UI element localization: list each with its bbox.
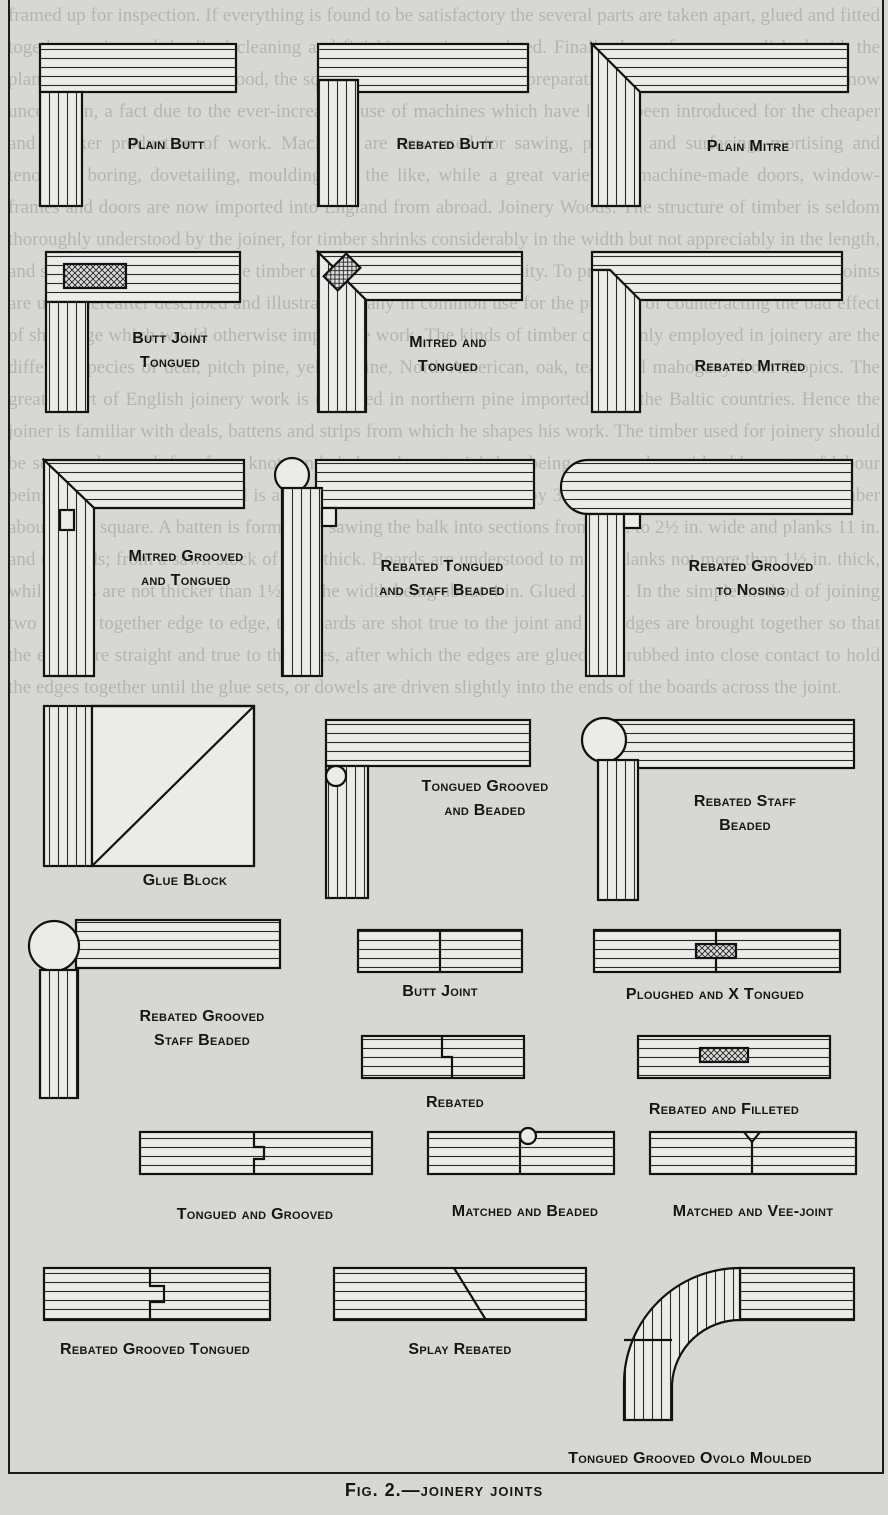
label-mitred-grooved-tongued-line2: and Tongued — [141, 572, 231, 589]
butt-joint-drawing — [356, 928, 524, 974]
rebated-butt-drawing — [316, 42, 530, 208]
label-butt-joint: Butt Joint — [402, 983, 478, 1000]
label-rebated-staff-beaded-line2: Beaded — [719, 817, 771, 834]
label-rebated-butt: Rebated Butt — [396, 136, 494, 153]
label-butt-joint-tongued: Butt Joint Tongued — [100, 327, 240, 375]
rebated-drawing — [360, 1034, 526, 1080]
plain-butt-drawing — [38, 42, 238, 208]
mitred-tongued-drawing — [315, 249, 524, 414]
label-rebated-grooved-tongued: Rebated Grooved Tongued — [60, 1341, 250, 1358]
label-ploughed-x-tongued: Ploughed and X Tongued — [625, 986, 805, 1003]
tongued-grooved-drawing — [138, 1130, 374, 1176]
label-rebated-tongued-staff-beaded-line1: Rebated Tongued — [380, 558, 504, 575]
label-rebated-grooved-nosing: Rebated Grooved to Nosing — [652, 555, 850, 603]
label-rebated-tongued-staff-beaded: Rebated Tongued and Staff Beaded — [342, 555, 542, 603]
label-butt-joint-tongued-line1: Butt Joint — [132, 330, 208, 347]
label-butt-joint-tongued-line2: Tongued — [139, 354, 201, 371]
label-rebated-grooved-staff-beaded: Rebated Grooved Staff Beaded — [110, 1005, 294, 1053]
label-plain-mitre: Plain Mitre — [706, 138, 790, 155]
butt-joint-tongued-drawing — [44, 250, 242, 414]
label-mitred-grooved-tongued: Mitred Grooved and Tongued — [100, 545, 272, 593]
splay-rebated-drawing — [332, 1266, 588, 1322]
label-tongued-grooved-ovolo: Tongued Grooved Ovolo Moulded — [568, 1450, 812, 1467]
rebated-mitred-drawing — [590, 250, 844, 414]
label-mitred-and-tongued-line1: Mitred and — [409, 334, 487, 351]
label-splay-rebated: Splay Rebated — [408, 1341, 512, 1358]
rebated-staff-beaded-drawing — [580, 716, 856, 902]
rebated-tongued-staff-beaded-drawing — [273, 456, 536, 678]
label-mitred-and-tongued: Mitred and Tongued — [378, 331, 518, 379]
label-tongued-and-grooved: Tongued and Grooved — [176, 1206, 334, 1223]
ploughed-x-tongued-drawing — [592, 928, 842, 974]
rebated-filleted-drawing — [636, 1034, 832, 1080]
label-rebated-grooved-nosing-line1: Rebated Grooved — [688, 558, 814, 575]
label-rebated-staff-beaded: Rebated Staff Beaded — [660, 790, 830, 838]
matched-vee-drawing — [648, 1130, 858, 1176]
rebated-grooved-nosing-drawing — [559, 458, 854, 678]
label-matched-vee-joint: Matched and Vee-joint — [672, 1203, 834, 1220]
matched-beaded-drawing — [426, 1126, 616, 1176]
figure-caption: Fig. 2.—joinery joints — [344, 1480, 544, 1500]
mitred-grooved-tongued-drawing — [41, 457, 246, 678]
label-rebated-grooved-staff-beaded-line2: Staff Beaded — [153, 1032, 251, 1049]
label-rebated: Rebated — [425, 1094, 485, 1111]
tongued-grooved-ovolo-drawing — [622, 1266, 856, 1422]
tongued-grooved-beaded-drawing — [324, 718, 532, 900]
label-rebated-mitred: Rebated Mitred — [694, 358, 806, 375]
label-rebated-grooved-nosing-line2: to Nosing — [716, 582, 786, 599]
label-tongued-grooved-beaded-line2: and Beaded — [444, 802, 526, 819]
label-tongued-grooved-beaded-line1: Tongued Grooved — [421, 778, 549, 795]
label-rebated-grooved-staff-beaded-line1: Rebated Grooved — [139, 1008, 265, 1025]
label-plain-butt: Plain Butt — [127, 136, 205, 153]
label-mitred-and-tongued-line2: Tongued — [417, 358, 479, 375]
label-rebated-tongued-staff-beaded-line2: and Staff Beaded — [379, 582, 505, 599]
glue-block-drawing — [42, 704, 256, 868]
label-mitred-grooved-tongued-line1: Mitred Grooved — [128, 548, 244, 565]
label-rebated-staff-beaded-line1: Rebated Staff — [693, 793, 797, 810]
plain-mitre-drawing — [589, 41, 850, 208]
label-glue-block: Glue Block — [142, 872, 228, 889]
rebated-grooved-tongued-drawing — [42, 1266, 272, 1322]
label-rebated-filleted: Rebated and Filleted — [648, 1101, 800, 1118]
label-matched-and-beaded: Matched and Beaded — [451, 1203, 599, 1220]
label-tongued-grooved-beaded: Tongued Grooved and Beaded — [390, 775, 580, 823]
rebated-grooved-staff-beaded-drawing — [27, 918, 282, 1100]
figure-border — [8, 0, 884, 1474]
